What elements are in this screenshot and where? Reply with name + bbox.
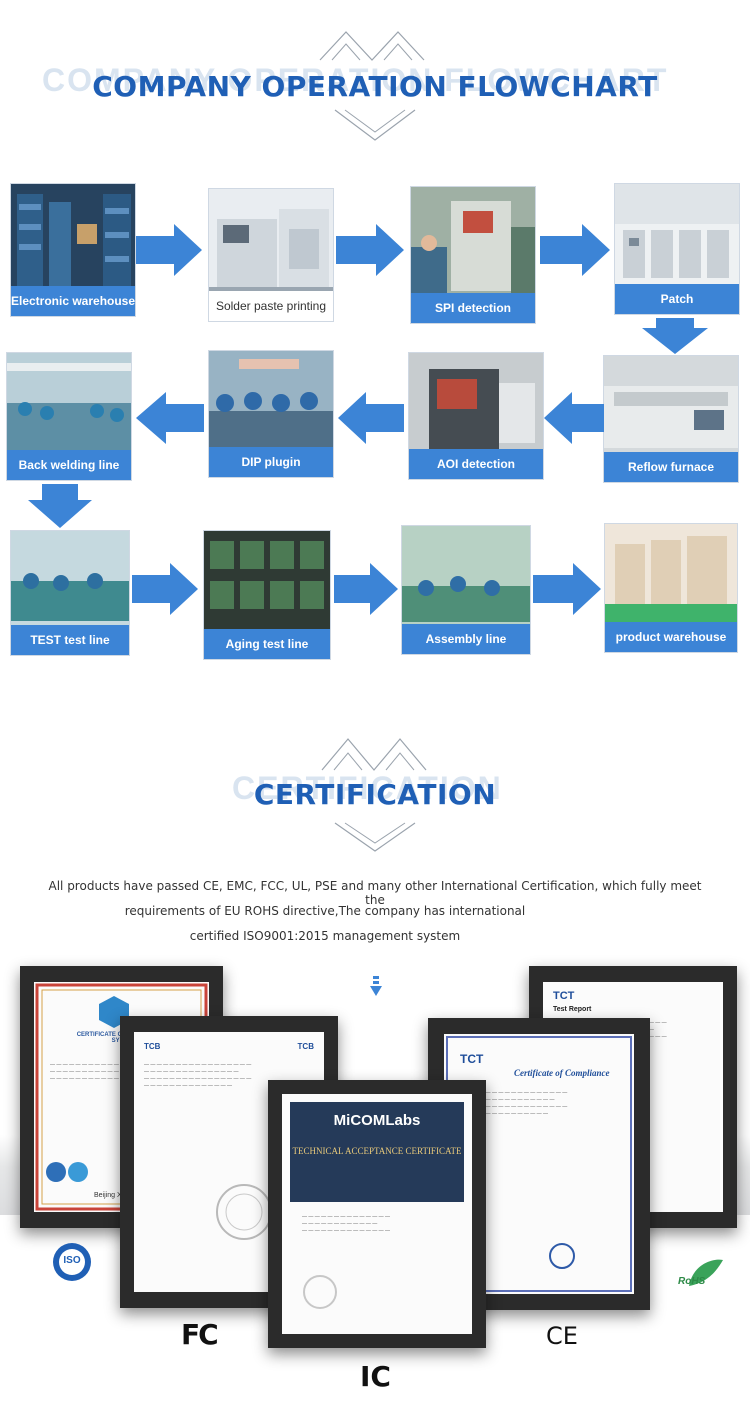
micom-certificate: MiCOMLabs TECHNICAL ACCEPTANCE CERTIFICA…: [282, 1094, 472, 1334]
flowchart-ghost-title: COMPANY OPERATION FLOWCHART: [42, 62, 669, 98]
step-aging-test-line: Aging test line: [203, 530, 331, 660]
step-patch: Patch: [614, 183, 740, 315]
arrow-left-icon: [136, 392, 204, 444]
certification-description-line-2: requirements of EU ROHS directive,The co…: [124, 904, 526, 918]
step-label: Assembly line: [402, 624, 530, 654]
tct-logo: TCT: [460, 1052, 484, 1066]
welding-line-photo: [7, 353, 131, 480]
tcb-logo-right: TCB: [297, 1042, 314, 1051]
ic-logo-icon: IC: [360, 1360, 391, 1393]
fcc-logo-icon: FC: [181, 1318, 219, 1351]
step-assembly-line: Assembly line: [401, 525, 531, 655]
step-label: AOI detection: [409, 449, 543, 479]
step-spi-detection: SPI detection: [410, 186, 536, 324]
step-label: product warehouse: [605, 622, 737, 652]
ce-logo-icon: CE: [546, 1322, 578, 1350]
seal-icon: [216, 1184, 272, 1240]
step-label: SPI detection: [411, 293, 535, 323]
chevron-down-icon: [370, 976, 382, 996]
arrow-left-icon: [544, 392, 604, 444]
step-reflow-furnace: Reflow furnace: [603, 355, 739, 483]
arrow-left-icon: [338, 392, 404, 444]
tct-heading: Certificate of Compliance: [514, 1068, 610, 1078]
tct-body-text: — — — — — — — — — — — — — — — — —— — — —…: [460, 1090, 568, 1117]
arrow-down-icon: [28, 484, 92, 528]
step-test-line: TEST test line: [10, 530, 130, 656]
micom-logo: MiCOMLabs: [333, 1112, 421, 1129]
step-aoi-detection: AOI detection: [408, 352, 544, 480]
tcb-logo-left: TCB: [144, 1042, 161, 1051]
step-label: Solder paste printing: [209, 291, 333, 321]
step-label: Reflow furnace: [604, 452, 738, 482]
micom-heading: TECHNICAL ACCEPTANCE CERTIFICATE: [292, 1146, 462, 1156]
step-label: Patch: [615, 284, 739, 314]
step-label: Back welding line: [7, 450, 131, 480]
arrow-right-icon: [540, 224, 610, 276]
iso-logo-label: ISO: [63, 1255, 81, 1266]
step-electronic-warehouse: Electronic warehouse: [10, 183, 136, 317]
arrow-down-icon: [642, 318, 708, 354]
step-back-welding-line: Back welding line: [6, 352, 132, 481]
flowchart-header-ornament: [319, 31, 425, 141]
rohs-logo-label: RoHS: [678, 1276, 706, 1287]
iso-logo-icon: [53, 1243, 91, 1281]
arrow-right-icon: [334, 563, 398, 615]
arrow-right-icon: [136, 224, 202, 276]
arrow-right-icon: [132, 563, 198, 615]
step-label: DIP plugin: [209, 447, 333, 477]
flowchart-title: COMPANY OPERATION FLOWCHART: [92, 70, 658, 103]
step-solder-paste-printing: Solder paste printing: [208, 188, 334, 322]
step-label: TEST test line: [11, 625, 129, 655]
step-label: Aging test line: [204, 629, 330, 659]
certification-title: CERTIFICATION: [253, 778, 497, 811]
tcb-body-text: — — — — — — — — — — — — — — — — —— — — —…: [144, 1062, 252, 1089]
tct-report-logo: TCT: [553, 990, 575, 1002]
arrow-right-icon: [533, 563, 601, 615]
seal-icon: [303, 1275, 337, 1309]
iso-body-text: — — — — — — — — — — — — — — — —— — — — —…: [50, 1062, 151, 1082]
step-product-warehouse: product warehouse: [604, 523, 738, 653]
certification-ghost-title: CERTIFICATION: [232, 770, 503, 806]
micom-certificate-frame: MiCOMLabs TECHNICAL ACCEPTANCE CERTIFICA…: [268, 1080, 486, 1348]
step-label: Electronic warehouse: [11, 286, 135, 316]
arrow-right-icon: [336, 224, 404, 276]
step-dip-plugin: DIP plugin: [208, 350, 334, 478]
rohs-logo-icon: [683, 1256, 727, 1292]
micom-body-text: — — — — — — — — — — — — — —— — — — — — —…: [302, 1214, 391, 1234]
certification-description-line-1: All products have passed CE, EMC, FCC, U…: [48, 879, 702, 907]
certification-header-ornament: [321, 738, 427, 852]
tct-report-title: Test Report: [553, 1006, 592, 1013]
certification-description-line-3: certified ISO9001:2015 management system: [189, 929, 461, 943]
micom-banner: [290, 1102, 464, 1202]
